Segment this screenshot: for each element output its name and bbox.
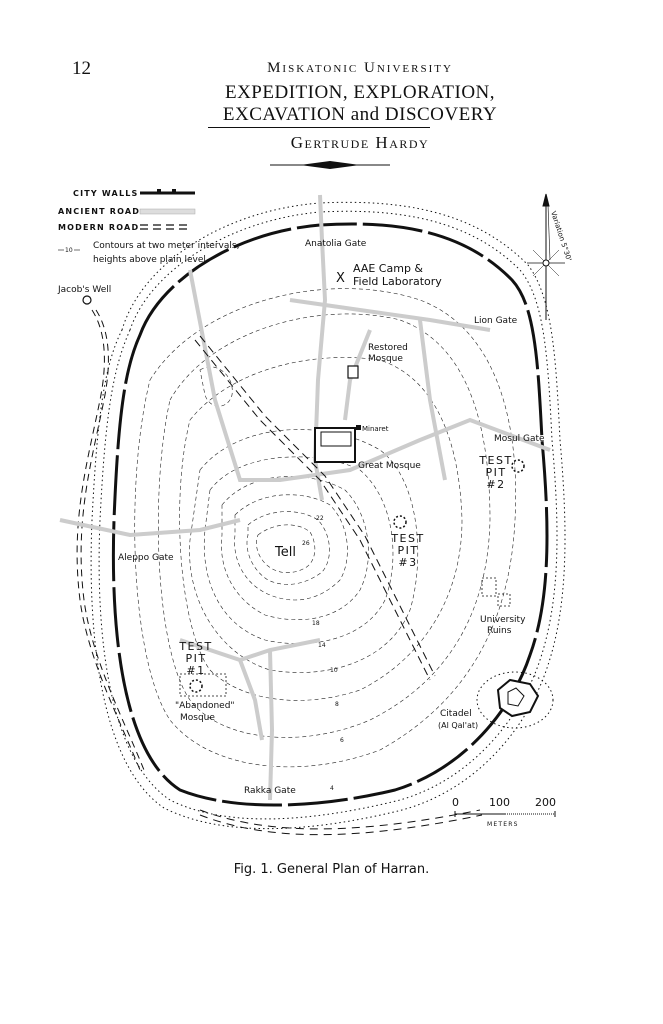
legend-contours-1: Contours at two meter intervals, bbox=[93, 241, 239, 251]
label-abandoned-mosque-1: "Abandoned" bbox=[175, 701, 235, 711]
ancient-roads bbox=[59, 194, 551, 801]
test-pit-1-label: TEST PIT #1 bbox=[178, 640, 212, 677]
svg-text:#3: #3 bbox=[398, 556, 417, 569]
label-abandoned-mosque-2: Mosque bbox=[180, 713, 215, 723]
test-pit-3-label: TEST PIT #3 bbox=[390, 532, 424, 569]
label-university-ruins-2: Ruins bbox=[487, 626, 512, 636]
label-anatolia-gate: Anatolia Gate bbox=[305, 239, 367, 249]
abandoned-mosque-icon bbox=[179, 673, 227, 697]
title-line-1: EXPEDITION, EXPLORATION, bbox=[224, 82, 496, 103]
svg-text:4: 4 bbox=[330, 785, 334, 792]
test-pit-2-label: TEST PIT #2 bbox=[478, 454, 512, 491]
restored-mosque-icon bbox=[347, 365, 359, 379]
title-rule bbox=[208, 127, 430, 128]
map-legend: CITY WALLS ANCIENT ROAD MODERN ROAD 10 C… bbox=[58, 189, 239, 265]
ancient-road-symbol bbox=[139, 208, 196, 215]
camp-marker-icon: X bbox=[336, 271, 345, 286]
label-citadel-1: Citadel bbox=[440, 709, 472, 719]
title-line-2: EXCAVATION and DISCOVERY bbox=[222, 104, 498, 125]
svg-text:TEST: TEST bbox=[178, 640, 212, 653]
label-jacobs-well: Jacob's Well bbox=[57, 285, 111, 295]
label-rakka-gate: Rakka Gate bbox=[244, 786, 296, 796]
city-wall-symbol bbox=[140, 189, 195, 195]
svg-text:TEST: TEST bbox=[390, 532, 424, 545]
svg-text:18: 18 bbox=[312, 620, 320, 627]
svg-text:14: 14 bbox=[318, 642, 326, 649]
legend-city-walls: CITY WALLS bbox=[73, 189, 139, 198]
label-tell: Tell bbox=[274, 545, 296, 560]
svg-text:200: 200 bbox=[535, 796, 556, 809]
label-aleppo-gate: Aleppo Gate bbox=[118, 553, 174, 563]
label-great-mosque: Great Mosque bbox=[358, 461, 421, 471]
label-restored-mosque-1: Restored bbox=[368, 343, 408, 353]
label-camp-1: AAE Camp & bbox=[353, 262, 423, 275]
svg-text:PIT: PIT bbox=[485, 466, 506, 479]
university-ruins-icon bbox=[481, 577, 497, 597]
harran-map: CITY WALLS ANCIENT ROAD MODERN ROAD 10 C… bbox=[57, 189, 573, 836]
running-head: Miskatonic University bbox=[267, 60, 453, 76]
legend-ancient-road: ANCIENT ROAD bbox=[58, 207, 140, 216]
modern-road-symbol bbox=[140, 224, 187, 230]
label-camp-2: Field Laboratory bbox=[353, 275, 442, 288]
minaret-icon bbox=[356, 425, 361, 430]
label-minaret: Minaret bbox=[362, 425, 389, 433]
contour-values: 4 6 8 10 14 18 22 26 bbox=[302, 515, 344, 792]
svg-text:6: 6 bbox=[340, 737, 344, 744]
compass-variation: Variation 5°30' bbox=[549, 210, 573, 262]
svg-text:PIT: PIT bbox=[397, 544, 418, 557]
north-arrow-icon: Variation 5°30' bbox=[527, 193, 573, 320]
svg-text:8: 8 bbox=[335, 701, 339, 708]
modern-road-interior bbox=[194, 335, 436, 681]
great-mosque bbox=[314, 425, 361, 463]
svg-text:TEST: TEST bbox=[478, 454, 512, 467]
legend-contours-2: heights above plain level bbox=[93, 255, 206, 265]
svg-text:#1: #1 bbox=[186, 664, 205, 677]
svg-text:22: 22 bbox=[316, 515, 324, 522]
citadel bbox=[476, 671, 554, 729]
modern-road-west bbox=[76, 309, 141, 771]
contour-lines bbox=[134, 288, 516, 768]
label-citadel-2: (Al Qal'at) bbox=[438, 721, 478, 730]
page-number: 12 bbox=[72, 58, 91, 79]
well-icon bbox=[82, 295, 92, 305]
test-pit-3-icon bbox=[393, 515, 407, 529]
svg-text:PIT: PIT bbox=[185, 652, 206, 665]
label-lion-gate: Lion Gate bbox=[474, 316, 518, 326]
legend-modern-road: MODERN ROAD bbox=[58, 223, 139, 232]
modern-road-south bbox=[199, 809, 481, 830]
scale-bar: 0 100 200 METERS bbox=[452, 796, 556, 828]
city-walls bbox=[111, 222, 549, 807]
svg-text:0: 0 bbox=[452, 796, 459, 809]
label-mosul-gate: Mosul Gate bbox=[494, 434, 545, 444]
test-pit-1-icon bbox=[189, 679, 203, 693]
label-restored-mosque-2: Mosque bbox=[368, 354, 403, 364]
svg-text:METERS: METERS bbox=[487, 821, 519, 828]
test-pit-2-icon bbox=[511, 459, 525, 473]
svg-text:26: 26 bbox=[302, 540, 310, 547]
svg-text:#2: #2 bbox=[486, 478, 505, 491]
ornament-divider bbox=[270, 161, 390, 169]
legend-contour-sample: 10 bbox=[65, 247, 73, 254]
figure-caption: Fig. 1. General Plan of Harran. bbox=[233, 862, 430, 877]
svg-text:10: 10 bbox=[330, 667, 338, 674]
author: Gertrude Hardy bbox=[290, 133, 430, 152]
svg-text:100: 100 bbox=[489, 796, 510, 809]
label-university-ruins-1: University bbox=[480, 615, 526, 625]
